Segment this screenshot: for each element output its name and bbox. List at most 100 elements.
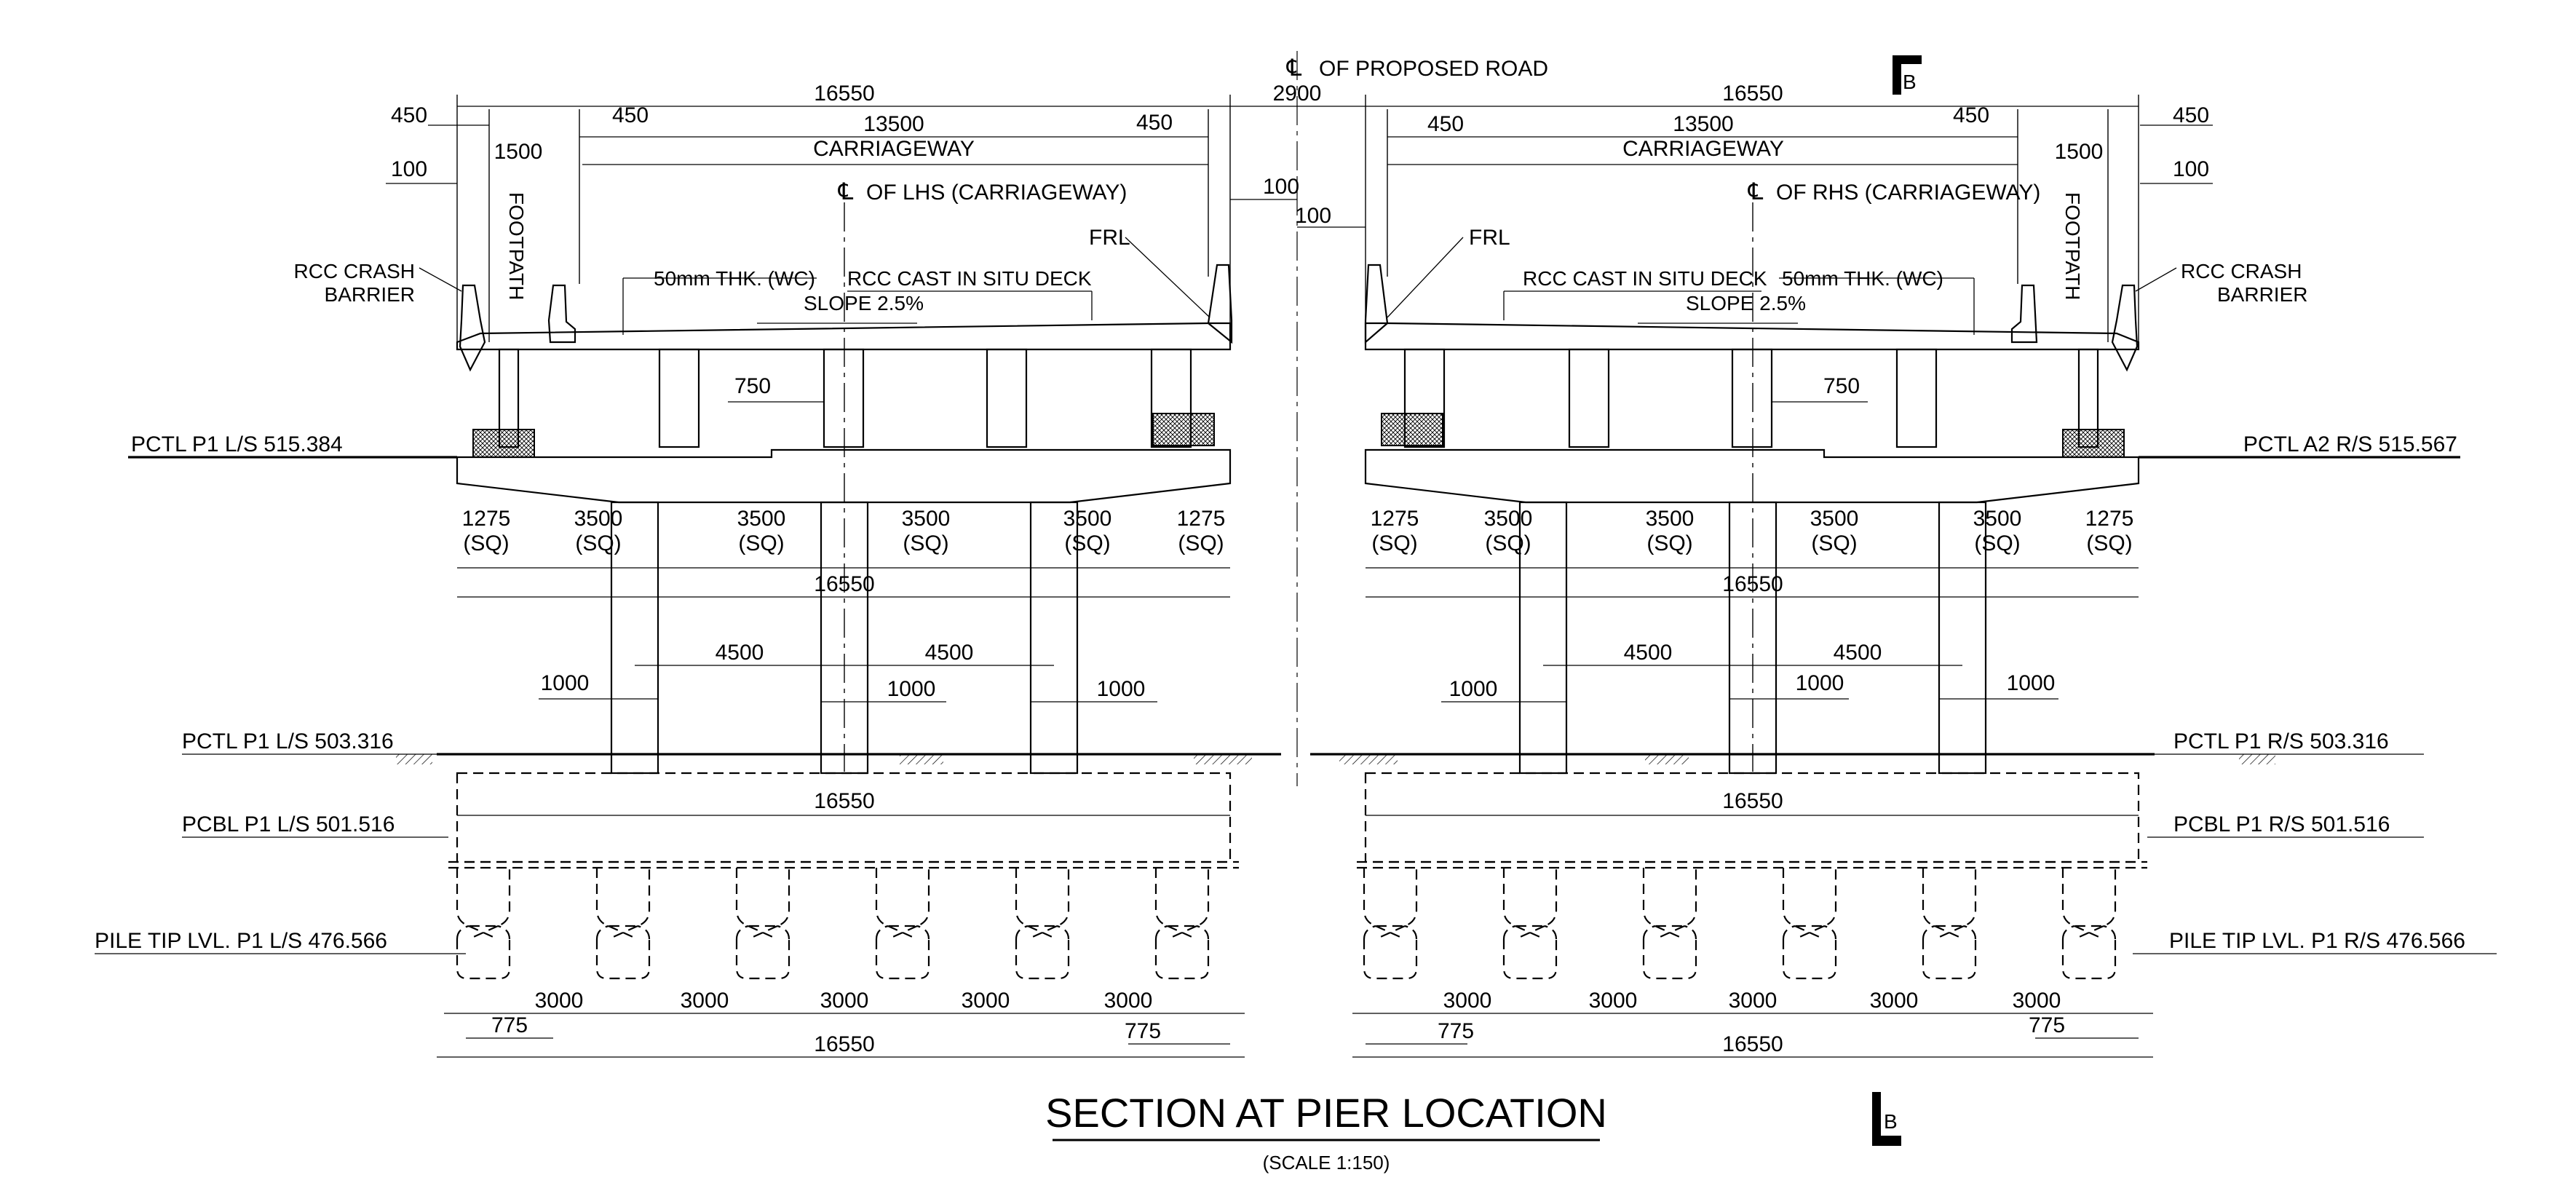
pile bbox=[735, 868, 790, 980]
rhs-dim-450-left: 450 bbox=[1427, 112, 1464, 136]
lhs-pctl-ground: PCTL P1 L/S 503.316 bbox=[182, 729, 394, 753]
lhs-dim-100: 100 bbox=[391, 157, 427, 181]
rhs-piles bbox=[1363, 868, 2117, 980]
lhs-pile-cap bbox=[456, 772, 1232, 863]
rhs-crash-barrier-right bbox=[2111, 284, 2139, 372]
svg-text:3000: 3000 bbox=[535, 989, 584, 1013]
lhs-total-width: 16550 bbox=[814, 82, 874, 106]
svg-text:3000: 3000 bbox=[1104, 989, 1153, 1013]
pile bbox=[1642, 868, 1697, 980]
lhs-pile-dims: 3000 3000 3000 3000 3000 775 775 16550 bbox=[437, 989, 1245, 1058]
rhs-kerb-right bbox=[2010, 284, 2038, 344]
lhs-pier-width-2: 1000 bbox=[887, 677, 936, 701]
rhs-dim-100: 100 bbox=[2173, 157, 2209, 181]
lhs-carriageway-width: 13500 bbox=[863, 112, 924, 136]
rhs-footpath-label: FOOTPATH bbox=[2061, 192, 2084, 300]
svg-text:1275: 1275 bbox=[2085, 507, 2134, 531]
rhs-pier-cap bbox=[1364, 448, 2140, 504]
lhs-pcbl: PCBL P1 L/S 501.516 bbox=[182, 812, 395, 836]
svg-text:(SQ): (SQ) bbox=[1371, 531, 1417, 555]
rhs-dim-450-mid: 450 bbox=[1953, 103, 1989, 127]
pile bbox=[1782, 868, 1837, 980]
svg-text:(SQ): (SQ) bbox=[1178, 531, 1224, 555]
svg-text:3000: 3000 bbox=[962, 989, 1010, 1013]
svg-text:775: 775 bbox=[491, 1013, 528, 1037]
rhs-pctl-top: PCTL A2 R/S 515.567 bbox=[2243, 432, 2457, 456]
svg-text:3500: 3500 bbox=[1484, 507, 1533, 531]
lhs-section: 16550 450 450 450 13500 CARRIAGEWAY 1500… bbox=[95, 82, 1299, 1058]
lhs-kerb-left bbox=[547, 284, 576, 344]
lhs-pile-cap-width: 16550 bbox=[814, 789, 874, 813]
pile bbox=[2061, 868, 2117, 980]
rhs-footpath-width: 1500 bbox=[2055, 140, 2104, 164]
pile bbox=[875, 868, 930, 980]
lhs-barrier-label-1: RCC CRASH bbox=[294, 260, 415, 282]
lhs-pier-width-1: 1000 bbox=[541, 671, 590, 695]
svg-text:3500: 3500 bbox=[1063, 507, 1112, 531]
road-cl-symbol: ℄ bbox=[1286, 55, 1302, 81]
rhs-crash-barrier-left bbox=[1364, 264, 1389, 344]
rhs-girders bbox=[1403, 348, 2099, 448]
lhs-cap-dims: 1275 (SQ) 3500 (SQ) 3500 (SQ) 3500 (SQ) … bbox=[457, 507, 1230, 569]
svg-text:(SQ): (SQ) bbox=[1811, 531, 1857, 555]
svg-text:3500: 3500 bbox=[737, 507, 786, 531]
road-cl-label: OF PROPOSED ROAD bbox=[1319, 57, 1548, 81]
lhs-deck-label: RCC CAST IN SITU DECK bbox=[847, 267, 1092, 290]
lhs-barrier-label-2: BARRIER bbox=[325, 283, 415, 306]
rhs-pctl-ground: PCTL P1 R/S 503.316 bbox=[2173, 729, 2389, 753]
pile bbox=[1015, 868, 1070, 980]
svg-text:(SQ): (SQ) bbox=[2086, 531, 2132, 555]
section-marker-top: B bbox=[1893, 55, 1922, 95]
svg-text:775: 775 bbox=[1438, 1019, 1474, 1043]
lhs-pier-spacing-2: 4500 bbox=[925, 641, 974, 665]
svg-text:1275: 1275 bbox=[462, 507, 511, 531]
lhs-seismic-block-right bbox=[1152, 413, 1215, 446]
rhs-pier-width-2: 1000 bbox=[1796, 671, 1844, 695]
pile bbox=[1922, 868, 1977, 980]
svg-text:3000: 3000 bbox=[1870, 989, 1919, 1013]
svg-text:16550: 16550 bbox=[814, 1032, 874, 1056]
svg-text:1275: 1275 bbox=[1177, 507, 1226, 531]
lhs-dim-750: 750 bbox=[734, 374, 771, 398]
lhs-dim-450-left: 450 bbox=[391, 103, 427, 127]
lhs-piles bbox=[456, 868, 1210, 980]
drawing-title: SECTION AT PIER LOCATION bbox=[1045, 1090, 1607, 1136]
lhs-crash-barrier-left bbox=[459, 284, 486, 372]
lhs-slope-label: SLOPE 2.5% bbox=[804, 292, 924, 314]
lhs-dim-100-right: 100 bbox=[1263, 175, 1299, 199]
svg-text:3500: 3500 bbox=[1646, 507, 1695, 531]
rhs-dim-100-left: 100 bbox=[1295, 204, 1331, 228]
rhs-pier-spacing-2: 4500 bbox=[1834, 641, 1882, 665]
lhs-pier-width-3: 1000 bbox=[1097, 677, 1146, 701]
lhs-cl-label: OF LHS (CARRIAGEWAY) bbox=[866, 181, 1127, 205]
svg-text:(SQ): (SQ) bbox=[575, 531, 621, 555]
rhs-cl-label: OF RHS (CARRIAGEWAY) bbox=[1776, 181, 2040, 205]
lhs-footpath-label: FOOTPATH bbox=[505, 192, 528, 300]
pile bbox=[1154, 868, 1210, 980]
lhs-pile-tip: PILE TIP LVL. P1 L/S 476.566 bbox=[95, 929, 387, 953]
svg-text:3500: 3500 bbox=[1973, 507, 2022, 531]
section-marker-top-label: B bbox=[1903, 71, 1917, 93]
svg-text:3000: 3000 bbox=[1589, 989, 1638, 1013]
rhs-cl-symbol: ℄ bbox=[1748, 178, 1764, 205]
rhs-dim-450-right: 450 bbox=[2173, 103, 2209, 127]
lhs-carriageway-label: CARRIAGEWAY bbox=[813, 137, 975, 161]
svg-text:3000: 3000 bbox=[2013, 989, 2061, 1013]
rhs-dim-750: 750 bbox=[1823, 374, 1860, 398]
rhs-cap-width: 16550 bbox=[1722, 572, 1783, 596]
svg-text:775: 775 bbox=[2029, 1013, 2065, 1037]
rhs-pile-dims: 3000 3000 3000 3000 3000 775 775 16550 bbox=[1352, 989, 2153, 1058]
section-marker-bottom-label: B bbox=[1884, 1110, 1898, 1133]
svg-text:(SQ): (SQ) bbox=[1646, 531, 1692, 555]
lhs-dim-450-right: 450 bbox=[1136, 111, 1173, 135]
lhs-pier-spacing-1: 4500 bbox=[716, 641, 764, 665]
lhs-footpath-width: 1500 bbox=[494, 140, 543, 164]
svg-text:(SQ): (SQ) bbox=[463, 531, 509, 555]
drawing-scale: (SCALE 1:150) bbox=[1263, 1152, 1390, 1174]
rhs-pier-spacing-1: 4500 bbox=[1624, 641, 1673, 665]
svg-text:3000: 3000 bbox=[681, 989, 729, 1013]
rhs-frl-label: FRL bbox=[1469, 226, 1510, 250]
rhs-barrier-label-2: BARRIER bbox=[2217, 283, 2307, 306]
rhs-seismic-block-left bbox=[1381, 413, 1443, 446]
svg-text:(SQ): (SQ) bbox=[903, 531, 948, 555]
